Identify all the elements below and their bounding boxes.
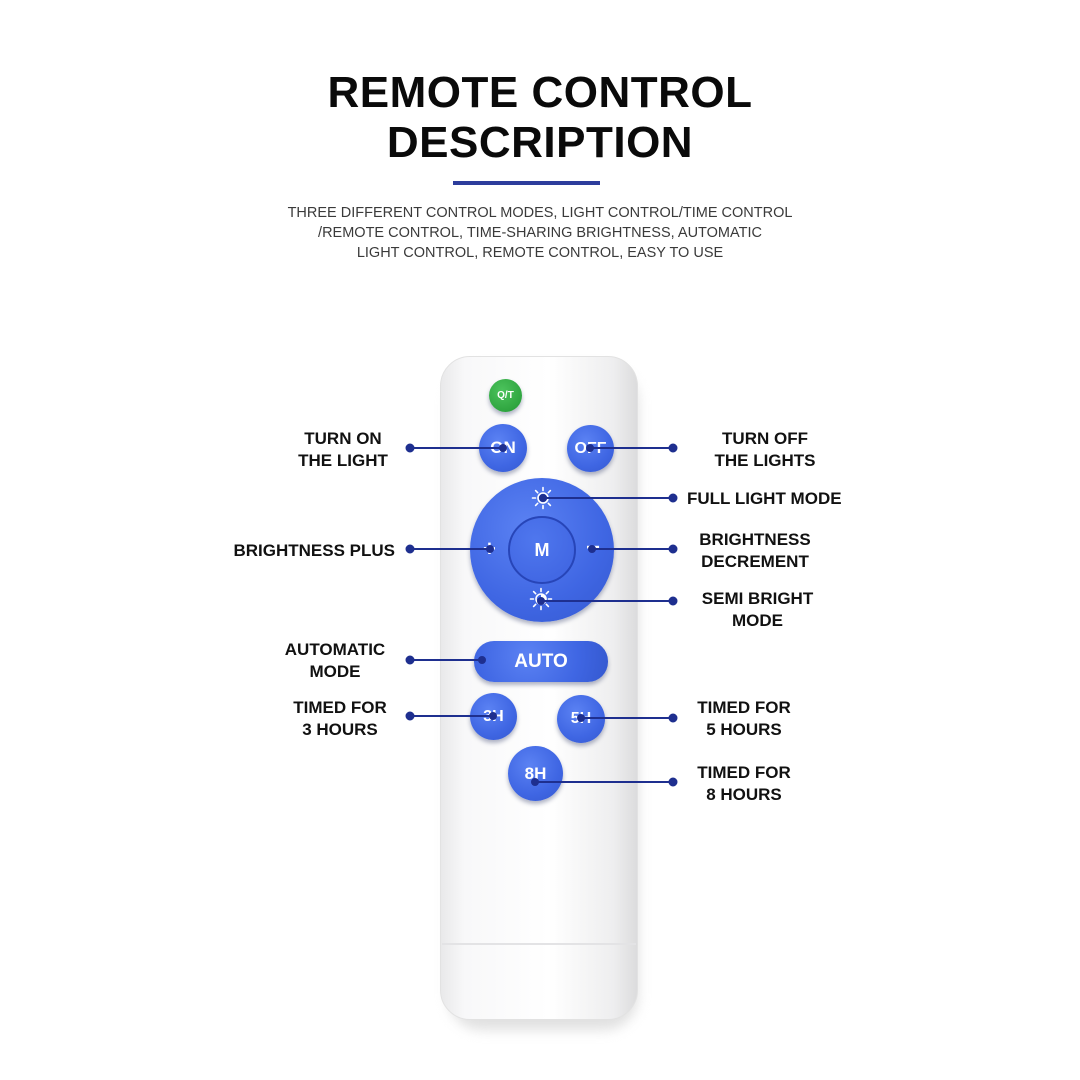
- label-turn-on: TURN ON THE LIGHT: [283, 428, 403, 472]
- title-line-2: DESCRIPTION: [386, 118, 694, 167]
- label-timed-5h: TIMED FOR 5 HOURS: [684, 697, 804, 741]
- subtitle: THREE DIFFERENT CONTROL MODES, LIGHT CON…: [240, 203, 840, 263]
- label-timed-5h-line-2: 5 HOURS: [706, 720, 782, 739]
- label-brightness-plus: BRIGHTNESS PLUS: [233, 541, 395, 560]
- label-turn-off: TURN OFF THE LIGHTS: [700, 428, 830, 472]
- label-automatic-line-2: MODE: [309, 662, 361, 681]
- mode-button[interactable]: M: [508, 516, 576, 584]
- label-timed-3h-line-2: 3 HOURS: [302, 720, 378, 739]
- remote-seam: [442, 943, 636, 945]
- label-semi-bright-mode: SEMI BRIGHT MODE: [690, 588, 825, 632]
- label-automatic-line-1: AUTOMATIC: [284, 640, 386, 659]
- label-automatic-mode: AUTOMATIC MODE: [270, 639, 400, 683]
- label-timed-3h: TIMED FOR 3 HOURS: [280, 697, 400, 741]
- auto-button[interactable]: AUTO: [474, 641, 608, 682]
- timer-8h-button[interactable]: 8H: [508, 746, 563, 801]
- page-title: REMOTE CONTROL DESCRIPTION: [0, 68, 1080, 168]
- label-turn-off-line-2: THE LIGHTS: [714, 451, 816, 470]
- label-brightness-dec-line-2: DECREMENT: [701, 552, 809, 571]
- subtitle-line-2: /REMOTE CONTROL, TIME-SHARING BRIGHTNESS…: [318, 225, 762, 241]
- label-turn-on-line-2: THE LIGHT: [298, 451, 388, 470]
- label-full-light-mode: FULL LIGHT MODE: [687, 489, 842, 508]
- label-timed-8h-line-1: TIMED FOR: [697, 763, 791, 782]
- subtitle-line-3: LIGHT CONTROL, REMOTE CONTROL, EASY TO U…: [356, 245, 724, 261]
- qt-label: Q/T: [497, 390, 514, 401]
- title-underline: [453, 181, 600, 185]
- label-brightness-dec-line-1: BRIGHTNESS: [699, 530, 811, 549]
- label-timed-8h: TIMED FOR 8 HOURS: [684, 762, 804, 806]
- label-turn-off-line-1: TURN OFF: [722, 429, 808, 448]
- label-turn-on-line-1: TURN ON: [304, 429, 382, 448]
- label-timed-5h-line-1: TIMED FOR: [697, 698, 791, 717]
- auto-label: AUTO: [514, 650, 568, 672]
- m-label: M: [534, 539, 550, 560]
- label-timed-3h-line-1: TIMED FOR: [293, 698, 387, 717]
- title-line-1: REMOTE CONTROL: [327, 68, 753, 117]
- timer-8h-label: 8H: [524, 763, 547, 783]
- label-semi-bright-line-1: SEMI BRIGHT: [701, 589, 814, 608]
- label-brightness-decrement: BRIGHTNESS DECREMENT: [690, 529, 820, 573]
- label-semi-bright-line-2: MODE: [732, 611, 783, 630]
- qt-button[interactable]: Q/T: [489, 379, 522, 412]
- label-timed-8h-line-2: 8 HOURS: [706, 785, 782, 804]
- subtitle-line-1: THREE DIFFERENT CONTROL MODES, LIGHT CON…: [287, 205, 793, 221]
